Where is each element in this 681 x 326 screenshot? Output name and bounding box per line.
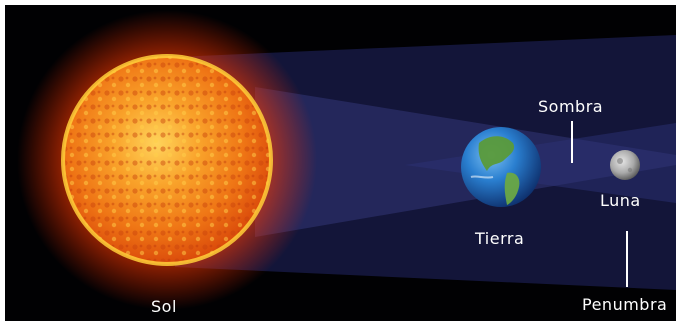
moon [610, 150, 640, 180]
sun-texture [63, 56, 271, 264]
sun-rim [61, 54, 273, 266]
moon-crater [627, 167, 633, 173]
umbra-label: Sombra [538, 97, 604, 116]
eclipse-illustration [17, 10, 676, 310]
earth-continent-south-america [504, 172, 520, 205]
sun-label: Sol [151, 297, 177, 316]
moon-crater [617, 158, 623, 164]
moon-label: Luna [600, 191, 641, 210]
earth-continent-north-america [478, 136, 515, 171]
earth-label: Tierra [475, 229, 525, 248]
penumbra-label: Penumbra [582, 295, 668, 314]
earth-cloud [470, 175, 494, 179]
eclipse-diagram: Sol Tierra Luna Sombra Penumbra [5, 5, 676, 321]
